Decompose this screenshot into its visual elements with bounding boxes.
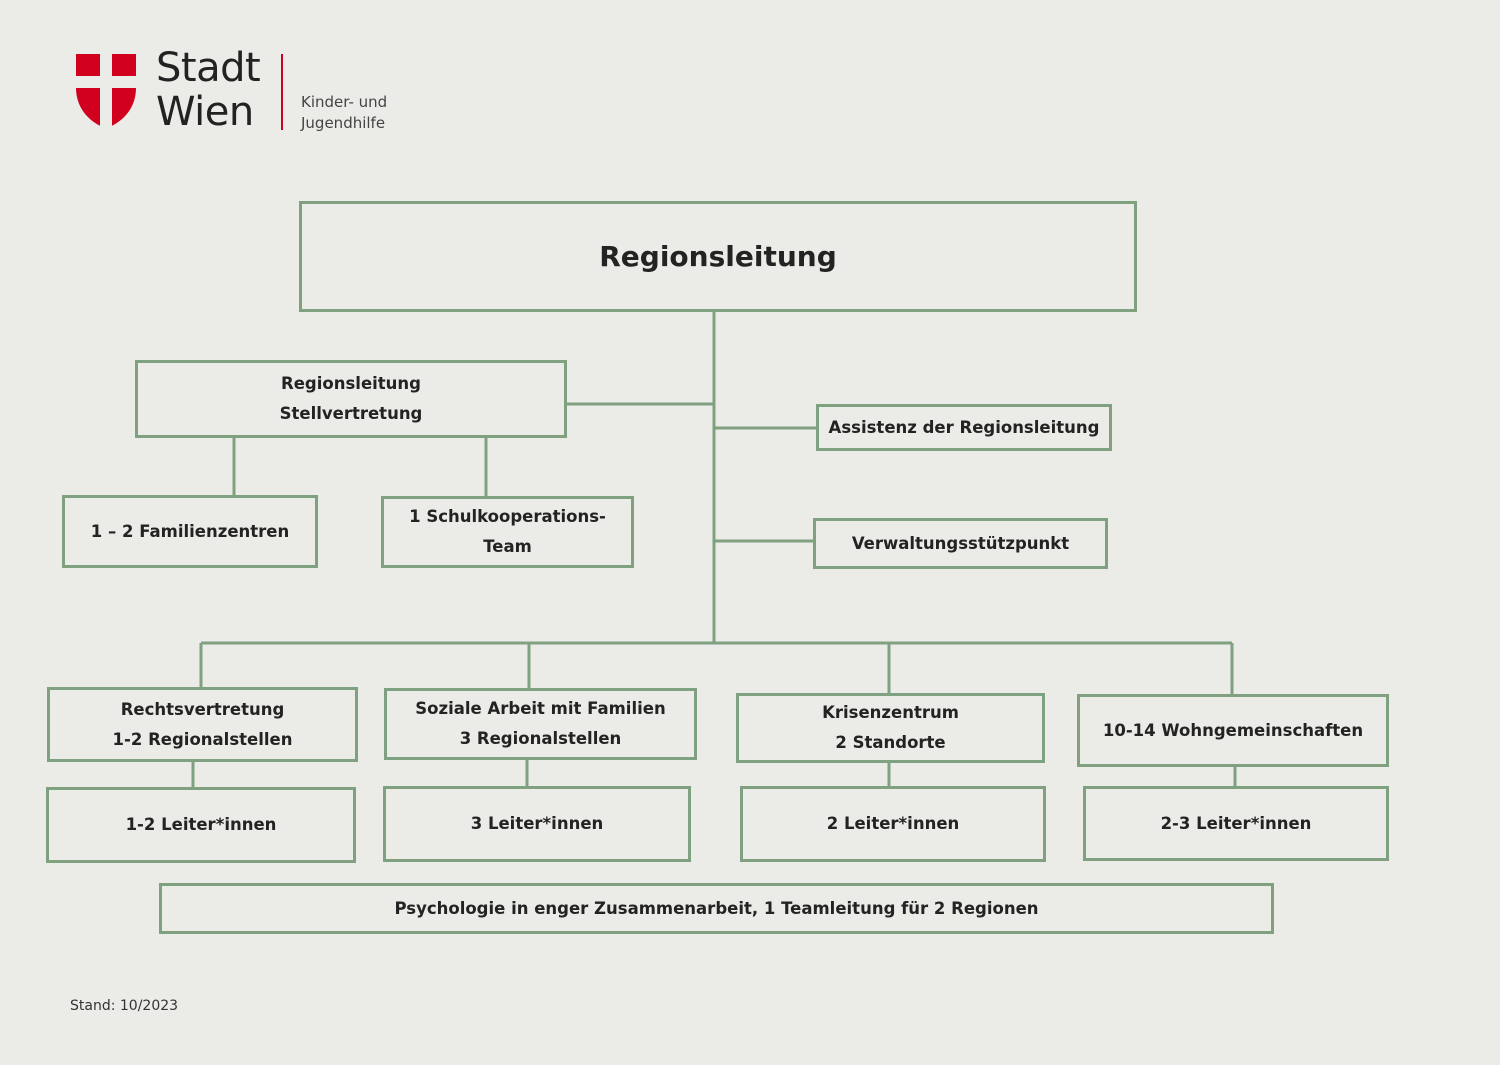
node-rechtsvertretung-line-2: 1-2 Regionalstellen	[112, 729, 293, 749]
node-familienzentren-label: 1 – 2 Familienzentren	[90, 521, 290, 541]
node-soziale-arbeit-line-1: Soziale Arbeit mit Familien	[415, 699, 666, 718]
node-wohngemeinschaften-label: 10-14 Wohngemeinschaften	[1102, 720, 1364, 740]
node-leiter-rechtsvertretung: 1-2 Leiter*innen	[46, 787, 356, 863]
node-leiter-soziale-arbeit: 3 Leiter*innen	[383, 786, 691, 862]
node-krisenzentrum-line-1: Krisenzentrum	[822, 703, 959, 722]
node-verwaltungsstuetzpunkt: Verwaltungsstützpunkt	[813, 518, 1108, 569]
node-stellvertretung-line-1: Regionsleitung	[281, 374, 421, 393]
node-psychologie: Psychologie in enger Zusammenarbeit, 1 T…	[159, 883, 1274, 934]
node-assistenz: Assistenz der Regionsleitung	[816, 404, 1112, 451]
department-line-1: Kinder- und	[301, 93, 388, 111]
node-schulkooperation: 1 Schulkooperations- Team	[381, 496, 634, 568]
city-coat-of-arms-icon	[74, 52, 138, 130]
node-leiter-krisenzentrum-label: 2 Leiter*innen	[826, 814, 960, 833]
node-schulkooperation-line-2: Team	[483, 537, 532, 556]
department-line-2: Jugendhilfe	[301, 114, 386, 132]
city-logo-wordmark: Stadt Wien	[156, 45, 261, 135]
node-schulkooperation-line-1: 1 Schulkooperations-	[409, 507, 606, 526]
logo-line-stadt: Stadt	[156, 45, 261, 91]
node-regionsleitung-stellvertretung: Regionsleitung Stellvertretung	[135, 360, 567, 438]
node-stellvertretung-line-2: Stellvertretung	[279, 404, 423, 423]
node-krisenzentrum: Krisenzentrum 2 Standorte	[736, 693, 1045, 763]
node-familienzentren: 1 – 2 Familienzentren	[62, 495, 318, 568]
node-soziale-arbeit-line-2: 3 Regionalstellen	[459, 729, 622, 748]
node-assistenz-label: Assistenz der Regionsleitung	[828, 417, 1100, 437]
node-krisenzentrum-line-2: 2 Standorte	[835, 733, 946, 752]
node-soziale-arbeit: Soziale Arbeit mit Familien 3 Regionalst…	[384, 688, 697, 760]
logo-separator	[281, 54, 283, 130]
node-wohngemeinschaften: 10-14 Wohngemeinschaften	[1077, 694, 1389, 767]
node-regionsleitung-label: Regionsleitung	[599, 239, 837, 273]
node-leiter-wohngemeinschaften-label: 2-3 Leiter*innen	[1160, 813, 1312, 833]
node-rechtsvertretung-line-1: Rechtsvertretung	[120, 699, 285, 719]
logo-line-wien: Wien	[156, 89, 254, 135]
version-date: Stand: 10/2023	[70, 998, 179, 1014]
node-leiter-wohngemeinschaften: 2-3 Leiter*innen	[1083, 786, 1389, 861]
node-leiter-rechtsvertretung-label: 1-2 Leiter*innen	[125, 815, 277, 834]
department-name: Kinder- und Jugendhilfe	[301, 92, 387, 134]
node-rechtsvertretung: Rechtsvertretung 1-2 Regionalstellen	[47, 687, 358, 762]
node-regionsleitung: Regionsleitung	[299, 201, 1137, 312]
node-leiter-soziale-arbeit-label: 3 Leiter*innen	[470, 814, 604, 833]
node-verwaltung-label: Verwaltungsstützpunkt	[851, 533, 1070, 553]
node-leiter-krisenzentrum: 2 Leiter*innen	[740, 786, 1046, 862]
node-psychologie-label: Psychologie in enger Zusammenarbeit, 1 T…	[394, 898, 1039, 918]
